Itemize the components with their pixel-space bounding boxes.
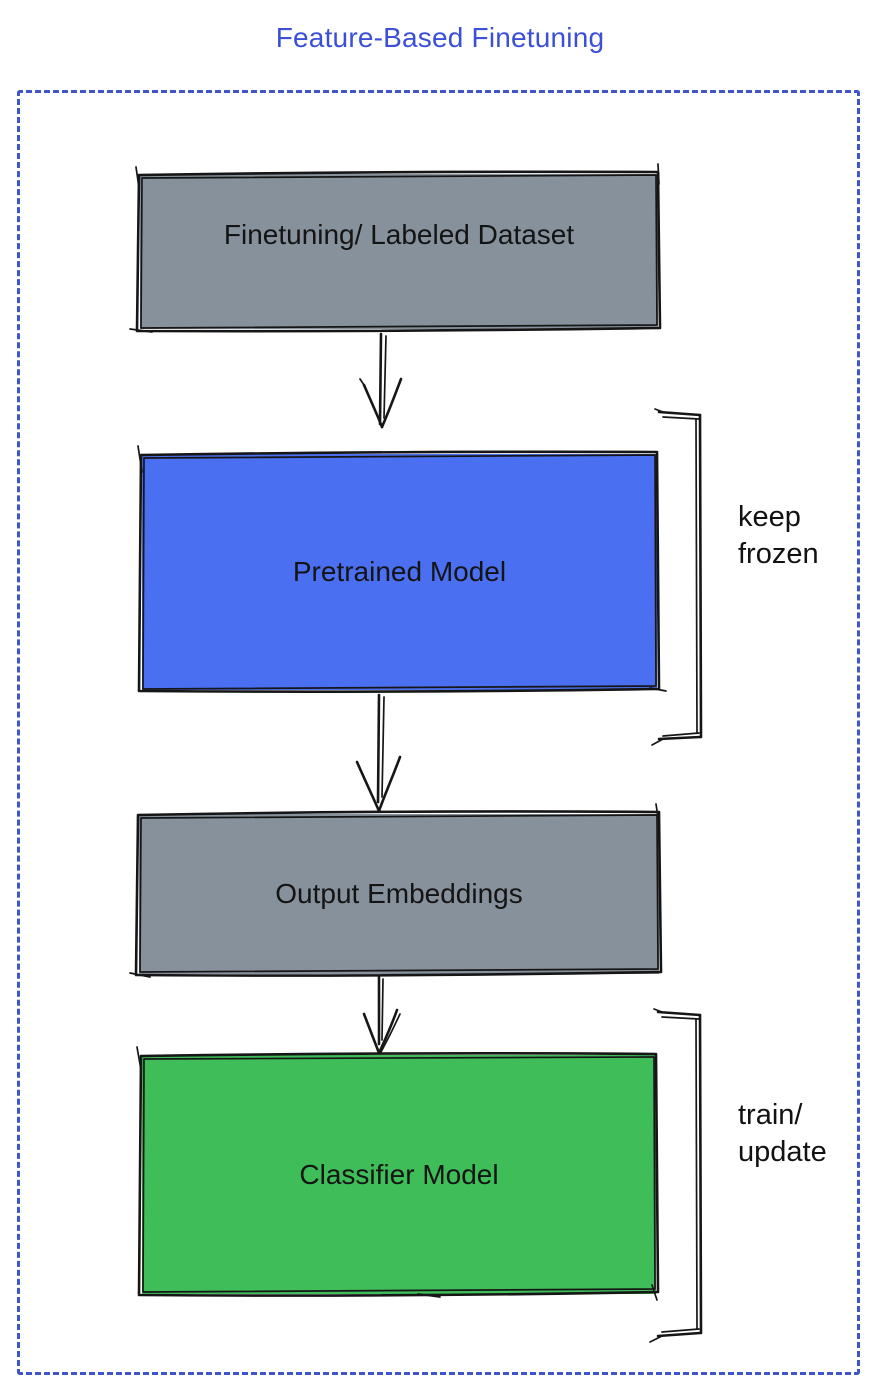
node-label: Classifier Model (299, 1158, 499, 1190)
dashed-frame (17, 90, 860, 1375)
node-pretrained-model: Pretrained Model (142, 454, 657, 690)
node-label: Pretrained Model (292, 556, 507, 587)
node-output-embeddings: Output Embeddings (139, 814, 659, 974)
keep-frozen-label: keep frozen (738, 501, 819, 570)
diagram-title: Feature-Based Finetuning (275, 22, 605, 53)
train-update-label: train/ update (738, 1099, 827, 1168)
node-label: Finetuning/ Labeled Dataset (223, 218, 575, 250)
node-label: Output Embeddings (275, 878, 523, 909)
node-finetuning-dataset: Finetuning/ Labeled Dataset (140, 174, 658, 329)
node-classifier-model: Classifier Model (142, 1055, 656, 1294)
